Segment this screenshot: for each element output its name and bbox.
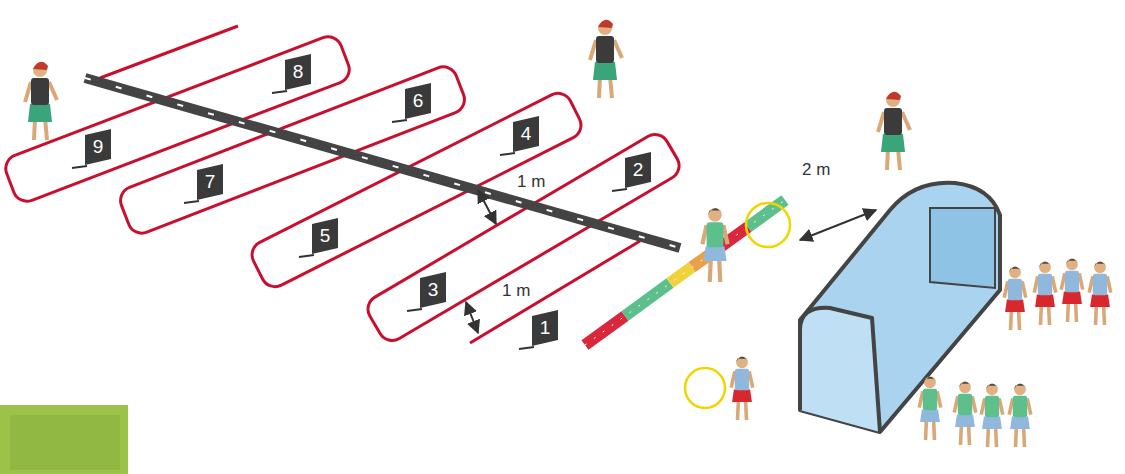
sign-plate: [625, 152, 651, 188]
dimension-arrows: [466, 190, 876, 333]
dimension-label: 1 m: [500, 281, 532, 300]
hoop: [746, 203, 790, 247]
tunnel-end: [800, 308, 880, 432]
sign-plate: [85, 129, 111, 165]
brick-bar: [585, 200, 785, 345]
sign-number: 4: [513, 123, 539, 145]
sign-plate: [405, 83, 431, 119]
sign-foot: [612, 189, 627, 191]
grey-bar: [85, 78, 680, 248]
sign-foot: [72, 166, 87, 168]
child-figure: [954, 382, 976, 445]
grass-shade: [10, 415, 120, 470]
sign-foot: [392, 120, 407, 122]
sign-plate: [532, 310, 558, 346]
dimension-label: 1 m: [515, 172, 547, 191]
number-sign: 9: [85, 129, 111, 165]
child-figure: [731, 357, 753, 420]
sign-foot: [519, 347, 534, 349]
child-figure: [981, 384, 1003, 447]
sign-foot: [299, 255, 314, 257]
number-sign: 1: [532, 310, 558, 346]
sign-number: 6: [405, 90, 431, 112]
number-sign: 4: [513, 116, 539, 152]
brick-red: [585, 316, 625, 345]
sign-foot: [500, 153, 515, 155]
sign-number: 5: [312, 225, 338, 247]
grass: [0, 405, 128, 474]
sign-foot: [184, 201, 199, 203]
coach-figure: [590, 20, 622, 98]
sign-plate: [312, 218, 338, 254]
number-sign: 2: [625, 152, 651, 188]
sign-number: 9: [85, 136, 111, 158]
child-figure: [1034, 262, 1056, 325]
brick-yellow: [670, 267, 692, 283]
hoop: [685, 368, 725, 408]
sign-number: 1: [532, 317, 558, 339]
number-sign: 8: [285, 54, 311, 90]
sign-plate: [513, 116, 539, 152]
number-sign: 6: [405, 83, 431, 119]
child-figure: [1089, 262, 1111, 325]
number-sign: 7: [197, 164, 223, 200]
sign-number: 8: [285, 61, 311, 83]
sign-number: 2: [625, 159, 651, 181]
child-figure: [919, 377, 941, 440]
sign-number: 7: [197, 171, 223, 193]
coach-figure: [878, 92, 910, 170]
dimension-arrow: [466, 302, 478, 333]
sign-plate: [285, 54, 311, 90]
brick-joints: [585, 200, 785, 345]
sign-foot: [272, 91, 287, 93]
child-figure: [1061, 259, 1083, 322]
dimension-arrow: [478, 190, 496, 224]
sign-number: 3: [420, 279, 446, 301]
number-sign: 3: [420, 272, 446, 308]
coach-figure: [25, 62, 57, 140]
lane-line: [100, 26, 238, 78]
sign-plate: [420, 272, 446, 308]
child-figure: [1004, 267, 1026, 330]
centre-bar: [85, 78, 680, 248]
number-sign: 5: [312, 218, 338, 254]
lane-loops: [2, 26, 685, 346]
child-figure: [702, 208, 727, 282]
sign-foot: [407, 309, 422, 311]
dimension-arrow: [800, 210, 876, 240]
bar-marks: [85, 78, 680, 248]
sign-plate: [197, 164, 223, 200]
lane-loop: [247, 89, 586, 292]
dimension-label: 2 m: [800, 160, 832, 179]
tunnel-opening: [930, 208, 995, 288]
grass-patch: [0, 405, 128, 474]
lane-loop: [116, 63, 468, 238]
people: [25, 20, 1111, 447]
child-figure: [1009, 384, 1031, 447]
lane-loop: [2, 33, 354, 206]
